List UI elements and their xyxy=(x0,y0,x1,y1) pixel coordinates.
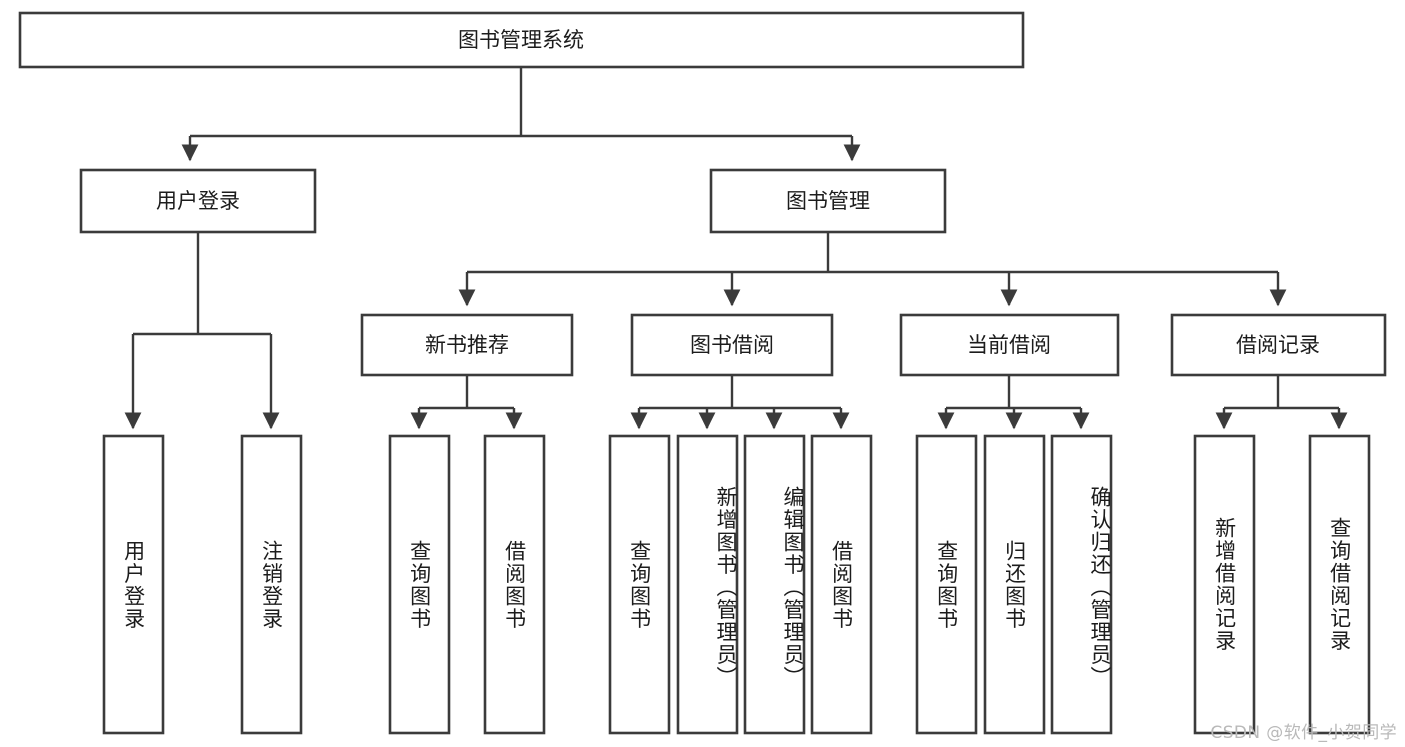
leaf-edit-book-admin-label: 编辑图书（管理员） xyxy=(781,486,805,689)
leaf-query-borrow-record-box[interactable] xyxy=(1308,434,1371,735)
connector-borrow-record-to-leaves xyxy=(1215,375,1348,430)
leaf-edit-book-admin-box[interactable] xyxy=(743,434,806,735)
leaf-borrow-book-1-box[interactable] xyxy=(483,434,546,735)
node-new-book-recommend-box xyxy=(360,313,574,377)
leaf-borrow-book-1-label: 借阅图书 xyxy=(502,539,527,630)
node-user-login-label: 用户登录 xyxy=(156,189,240,213)
node-book-borrow[interactable]: 图书借阅 xyxy=(630,313,834,377)
connector-current-borrow-to-leaves xyxy=(937,375,1090,430)
leaf-confirm-return-admin-box[interactable] xyxy=(1050,434,1113,735)
node-new-book-recommend[interactable]: 新书推荐 xyxy=(360,313,574,377)
node-user-login-box xyxy=(79,168,317,234)
leaf-query-book-1-label: 查询图书 xyxy=(407,539,432,630)
leaf-borrow-book-2-label: 借阅图书 xyxy=(829,539,854,630)
node-book-manage[interactable]: 图书管理 xyxy=(709,168,947,234)
leaf-logout-login-label: 注销登录 xyxy=(259,539,284,630)
leaf-add-borrow-record-box[interactable] xyxy=(1193,434,1256,735)
node-current-borrow[interactable]: 当前借阅 xyxy=(899,313,1120,377)
leaf-query-book-3-box[interactable] xyxy=(915,434,978,735)
connector-book-borrow-to-leaves xyxy=(630,375,850,430)
connector-new-book-recommend-to-leaves xyxy=(410,375,523,430)
leaf-boxes xyxy=(102,434,1371,735)
leaf-add-book-admin-label: 新增图书（管理员） xyxy=(714,486,738,689)
node-book-borrow-box xyxy=(630,313,834,377)
node-user-login[interactable]: 用户登录 xyxy=(79,168,317,234)
node-root-box xyxy=(18,11,1025,69)
node-root[interactable]: 图书管理系统 xyxy=(18,11,1025,69)
node-book-manage-label: 图书管理 xyxy=(786,189,870,213)
node-new-book-recommend-label: 新书推荐 xyxy=(425,333,509,357)
leaf-query-book-2-box[interactable] xyxy=(608,434,671,735)
node-borrow-record-box xyxy=(1170,313,1387,377)
leaf-add-book-admin-box[interactable] xyxy=(676,434,739,735)
node-borrow-record[interactable]: 借阅记录 xyxy=(1170,313,1387,377)
leaf-query-borrow-record-label: 查询借阅记录 xyxy=(1327,517,1352,652)
watermark-text: CSDN @软件_小贺同学 xyxy=(1210,723,1397,743)
leaf-query-book-2-label: 查询图书 xyxy=(627,539,652,630)
leaf-return-book-label: 归还图书 xyxy=(1002,539,1027,630)
node-book-borrow-label: 图书借阅 xyxy=(690,333,774,357)
node-root-label: 图书管理系统 xyxy=(458,28,584,52)
leaf-borrow-book-2-box[interactable] xyxy=(810,434,873,735)
leaf-query-book-3-label: 查询图书 xyxy=(934,539,959,630)
connector-book-manage-to-level3 xyxy=(458,232,1287,307)
connector-user-login-to-leaves xyxy=(124,232,280,430)
leaf-logout-login-box[interactable] xyxy=(240,434,303,735)
connector-root-to-level2 xyxy=(181,67,861,162)
leaf-confirm-return-admin-label: 确认归还（管理员） xyxy=(1088,486,1112,689)
leaf-user-login-box[interactable] xyxy=(102,434,165,735)
leaf-query-book-1-box[interactable] xyxy=(388,434,451,735)
node-current-borrow-label: 当前借阅 xyxy=(967,333,1051,357)
node-borrow-record-label: 借阅记录 xyxy=(1236,333,1320,357)
leaf-user-login-label: 用户登录 xyxy=(121,539,146,630)
node-current-borrow-box xyxy=(899,313,1120,377)
leaf-add-borrow-record-label: 新增借阅记录 xyxy=(1212,517,1237,652)
leaf-return-book-box[interactable] xyxy=(983,434,1046,735)
